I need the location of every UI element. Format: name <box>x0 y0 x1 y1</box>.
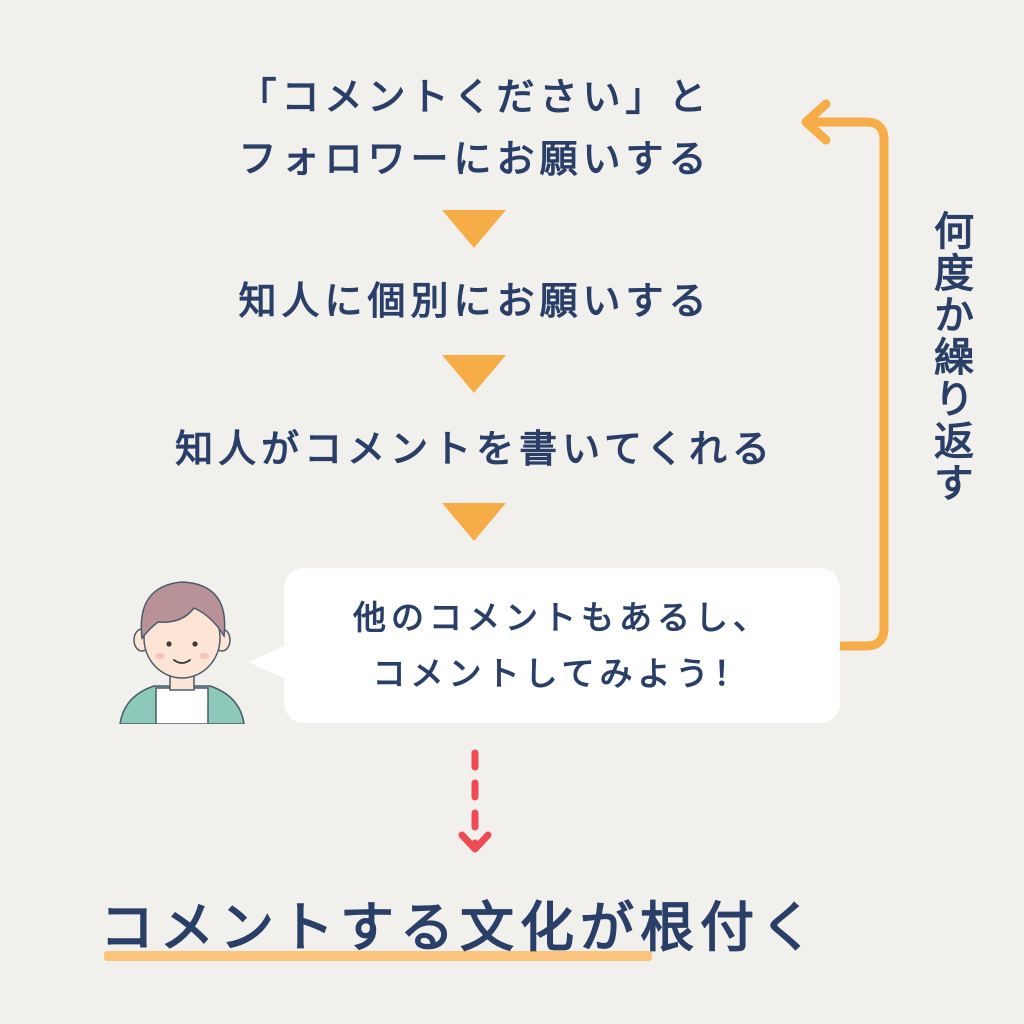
step-1-line-2: フォロワーにお願いする <box>238 137 712 181</box>
step-1-line-1: 「コメントください」と <box>238 75 712 119</box>
down-triangle-icon <box>442 210 506 248</box>
speech-bubble-text: 他のコメントもあるし、 コメントしてみよう！ <box>284 590 840 702</box>
conclusion-underline <box>104 951 652 961</box>
step-1-text: 「コメントください」と フォロワーにお願いする <box>0 66 950 190</box>
speech-bubble-tail <box>248 644 288 680</box>
down-triangle-icon <box>442 355 506 393</box>
person-avatar <box>119 581 245 724</box>
step-2-text: 知人に個別にお願いする <box>238 279 712 323</box>
speech-bubble: 他のコメントもあるし、 コメントしてみよう！ <box>284 568 840 723</box>
speech-line-2: コメントしてみよう！ <box>372 654 752 693</box>
conclusion-text: コメントする文化が根付く <box>100 896 820 959</box>
loop-label: 何度か繰り返す <box>927 210 973 504</box>
speech-line-1: 他のコメントもあるし、 <box>353 598 771 637</box>
step-3-text: 知人がコメントを書いてくれる <box>175 427 775 471</box>
dashed-down-arrow-icon <box>458 749 492 853</box>
down-triangle-icon <box>442 503 506 541</box>
